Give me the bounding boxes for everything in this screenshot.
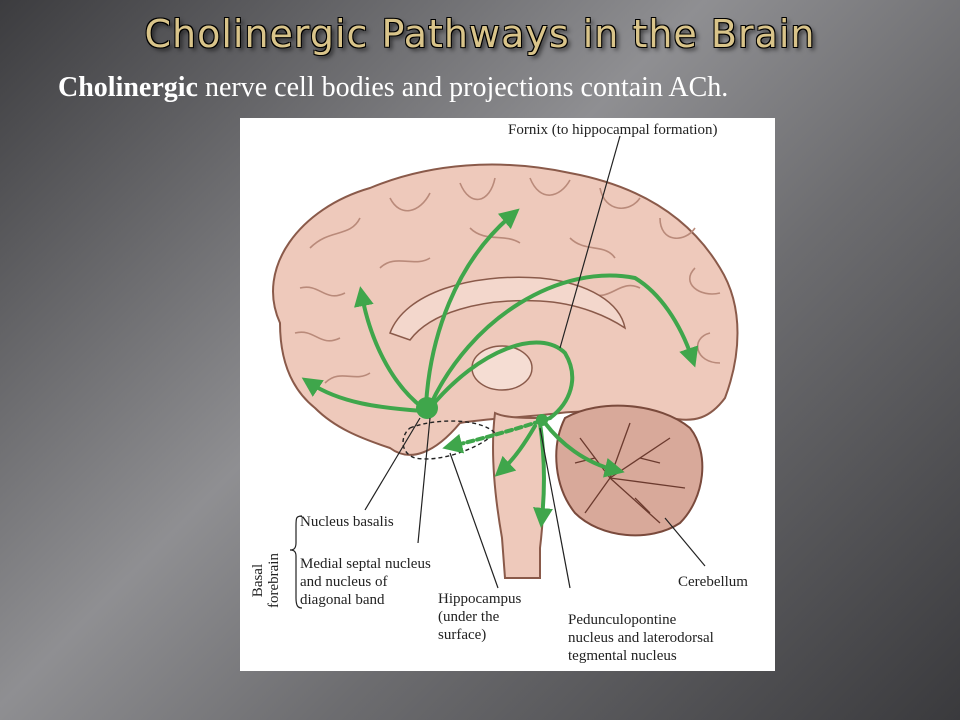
pathway-upper-frontal xyxy=(354,286,425,410)
label-basal-forebrain: Basal forebrain xyxy=(250,553,282,608)
label-hippocampus: Hippocampus (under the surface) xyxy=(438,591,522,643)
cerebrum xyxy=(272,163,739,456)
brain-illustration xyxy=(272,135,739,609)
basal-forebrain-nucleus xyxy=(416,397,438,419)
label-cerebellum: Cerebellum xyxy=(678,574,748,590)
pathway-frontal xyxy=(301,377,425,413)
pathway-brainstem-left xyxy=(494,424,537,477)
label-medial-septal: Medial septal nucleus and nucleus of dia… xyxy=(300,556,431,608)
brainstem xyxy=(492,411,545,579)
corpus-callosum xyxy=(389,276,627,341)
label-fornix: Fornix (to hippocampal formation) xyxy=(508,122,718,138)
pathway-fornix xyxy=(428,340,575,420)
brain-figure: Fornix (to hippocampal formation) Nucleu… xyxy=(240,118,775,671)
subtitle-text: nerve cell bodies and projections contai… xyxy=(198,72,729,103)
subtitle-bold-term: Cholinergic xyxy=(58,72,198,103)
hippocampus-outline xyxy=(402,420,496,460)
slide-subtitle: Cholinergic nerve cell bodies and projec… xyxy=(58,72,728,104)
label-nucleus-basalis: Nucleus basalis xyxy=(300,514,394,530)
pathway-occipital xyxy=(428,273,699,408)
slide-title: Cholinergic Pathways in the Brain xyxy=(144,12,816,56)
pathway-cerebellum xyxy=(543,421,625,478)
pedunculopontine-nucleus xyxy=(536,414,548,426)
label-pedunculopontine: Pedunculopontine nucleus and laterodorsa… xyxy=(568,612,714,664)
pathway-parietal xyxy=(424,208,520,407)
